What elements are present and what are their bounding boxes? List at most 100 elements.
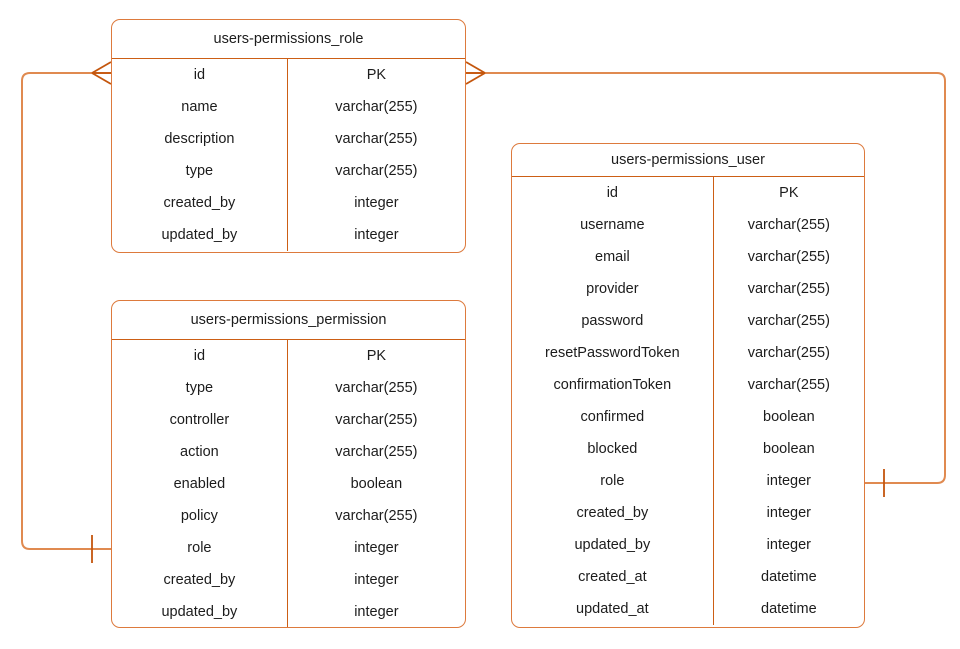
field-type: datetime xyxy=(761,601,817,617)
field-name: password xyxy=(512,305,714,337)
field-row[interactable]: email varchar(255) xyxy=(512,241,864,273)
field-row[interactable]: name varchar(255) xyxy=(112,91,465,123)
field-type: integer xyxy=(354,604,399,620)
field-name: updated_at xyxy=(512,593,714,625)
field-type: varchar(255) xyxy=(747,377,830,393)
field-row[interactable]: type varchar(255) xyxy=(112,155,465,187)
cardinality-many-marker xyxy=(465,61,486,85)
field-type: varchar(255) xyxy=(335,412,418,428)
field-row[interactable]: provider varchar(255) xyxy=(512,273,864,305)
field-type: varchar(255) xyxy=(335,99,418,115)
field-name: updated_by xyxy=(512,529,714,561)
entity-title-user: users-permissions_user xyxy=(512,144,864,177)
field-row[interactable]: id PK xyxy=(112,59,465,91)
field-type: boolean xyxy=(350,476,403,492)
field-type: varchar(255) xyxy=(747,313,830,329)
field-name: id xyxy=(512,177,714,209)
field-name: blocked xyxy=(512,433,714,465)
entity-title-role: users-permissions_role xyxy=(112,20,465,59)
cardinality-many-marker xyxy=(91,61,112,85)
field-name: id xyxy=(112,59,288,91)
field-type: boolean xyxy=(763,409,815,425)
field-name: controller xyxy=(112,404,288,436)
field-type: integer xyxy=(354,195,399,211)
field-name: role xyxy=(512,465,714,497)
field-name: confirmationToken xyxy=(512,369,714,401)
entity-fields-role: id PK name varchar(255) description varchar(2… xyxy=(112,59,465,251)
field-type: varchar(255) xyxy=(335,444,418,460)
entity-title-permission: users-permissions_permission xyxy=(112,301,465,340)
field-type: PK xyxy=(366,67,387,83)
field-type: varchar(255) xyxy=(747,249,830,265)
field-type: varchar(255) xyxy=(747,281,830,297)
field-row[interactable]: updated_by integer xyxy=(112,596,465,627)
field-row[interactable]: role integer xyxy=(112,532,465,564)
field-name: type xyxy=(112,372,288,404)
connector-line xyxy=(21,72,111,550)
field-row[interactable]: role integer xyxy=(512,465,864,497)
field-name: created_at xyxy=(512,561,714,593)
field-row[interactable]: updated_by integer xyxy=(512,529,864,561)
entity-fields-user: id PK username varchar(255) email varchar(255… xyxy=(512,177,864,625)
field-name: created_by xyxy=(112,187,288,219)
field-type: varchar(255) xyxy=(747,345,830,361)
field-row[interactable]: blocked boolean xyxy=(512,433,864,465)
field-name: policy xyxy=(112,500,288,532)
field-row[interactable]: resetPasswordToken varchar(255) xyxy=(512,337,864,369)
field-type: integer xyxy=(766,537,811,553)
field-type: integer xyxy=(354,227,399,243)
field-name: created_by xyxy=(112,564,288,596)
field-type: varchar(255) xyxy=(747,217,830,233)
field-type: integer xyxy=(354,572,399,588)
field-type: integer xyxy=(766,473,811,489)
field-name: provider xyxy=(512,273,714,305)
field-name: confirmed xyxy=(512,401,714,433)
field-row[interactable]: updated_at datetime xyxy=(512,593,864,625)
field-row[interactable]: username varchar(255) xyxy=(512,209,864,241)
field-row[interactable]: enabled boolean xyxy=(112,468,465,500)
field-name: role xyxy=(112,532,288,564)
field-type: integer xyxy=(766,505,811,521)
field-row[interactable]: policy varchar(255) xyxy=(112,500,465,532)
field-row[interactable]: created_by integer xyxy=(512,497,864,529)
field-row[interactable]: id PK xyxy=(112,340,465,372)
field-row[interactable]: updated_by integer xyxy=(112,219,465,251)
field-name: enabled xyxy=(112,468,288,500)
field-type: boolean xyxy=(763,441,815,457)
field-row[interactable]: created_at datetime xyxy=(512,561,864,593)
field-name: updated_by xyxy=(112,219,288,251)
field-row[interactable]: id PK xyxy=(512,177,864,209)
field-type: varchar(255) xyxy=(335,508,418,524)
field-row[interactable]: controller varchar(255) xyxy=(112,404,465,436)
field-name: id xyxy=(112,340,288,372)
field-name: name xyxy=(112,91,288,123)
field-name: type xyxy=(112,155,288,187)
field-type: datetime xyxy=(761,569,817,585)
field-row[interactable]: description varchar(255) xyxy=(112,123,465,155)
field-row[interactable]: created_by integer xyxy=(112,564,465,596)
field-name: resetPasswordToken xyxy=(512,337,714,369)
field-type: PK xyxy=(366,348,387,364)
field-row[interactable]: password varchar(255) xyxy=(512,305,864,337)
field-type: varchar(255) xyxy=(335,163,418,179)
field-row[interactable]: created_by integer xyxy=(112,187,465,219)
field-name: updated_by xyxy=(112,596,288,627)
field-name: description xyxy=(112,123,288,155)
relationship-permission-role xyxy=(21,61,112,563)
field-name: created_by xyxy=(512,497,714,529)
field-name: email xyxy=(512,241,714,273)
field-type: integer xyxy=(354,540,399,556)
field-type: PK xyxy=(779,185,799,201)
field-type: varchar(255) xyxy=(335,131,418,147)
field-row[interactable]: action varchar(255) xyxy=(112,436,465,468)
field-row[interactable]: confirmationToken varchar(255) xyxy=(512,369,864,401)
field-name: username xyxy=(512,209,714,241)
field-row[interactable]: confirmed boolean xyxy=(512,401,864,433)
field-name: action xyxy=(112,436,288,468)
